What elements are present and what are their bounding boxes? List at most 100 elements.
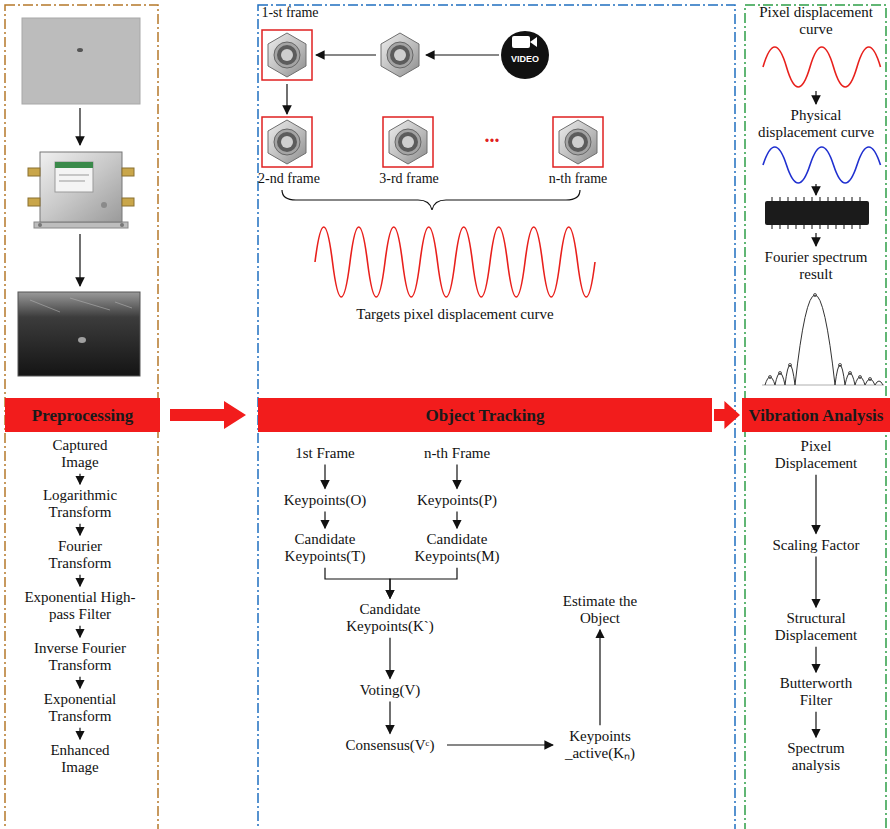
flow-arrow (390, 568, 457, 598)
process-step: Keypoints(O) (275, 491, 375, 510)
node-text: Candidate Keypoints(K`) (337, 601, 443, 635)
node-text: Keypoints(P) (409, 492, 505, 509)
flow-arrow (316, 54, 376, 55)
stage-banner: Object Tracking (258, 398, 712, 432)
node-text: Exponential Transform (37, 691, 123, 725)
stage-banner: Vibration Analysis (742, 398, 890, 432)
flow-arrow (79, 234, 80, 286)
flow-arrow (79, 524, 80, 535)
brace (282, 190, 580, 210)
process-step: Logarithmic Transform (20, 486, 140, 522)
flow-arrow (456, 511, 457, 528)
spectrum-plot (762, 294, 884, 386)
process-step: Consensus(Vᶜ) (335, 736, 445, 755)
pixel-curve (763, 47, 881, 87)
node-text: 1st Frame (277, 445, 373, 462)
figure-label: 2-nd frame (244, 171, 334, 187)
chip-image (765, 197, 869, 229)
node-text: Exponential High-pass Filter (23, 589, 137, 623)
node-text: Candidate Keypoints(M) (409, 531, 505, 565)
figure-label: ... (472, 124, 512, 147)
process-step: Keypoints(P) (407, 491, 507, 510)
flow-arrow (324, 464, 325, 488)
process-step: Captured Image (35, 436, 125, 472)
analysis-panel (745, 5, 886, 829)
stage-banner: Preprocessing (5, 398, 160, 432)
process-step: Exponential High-pass Filter (21, 588, 139, 624)
node-text: Fourier Transform (37, 538, 123, 572)
node-text: Vibration Analysis (749, 407, 884, 424)
node-text: Butterworth Filter (763, 675, 869, 709)
node-text: Keypoints(O) (277, 492, 373, 509)
process-step: Pixel Displacement (761, 437, 871, 473)
stage-arrow (714, 401, 740, 429)
process-step: Candidate Keypoints(M) (407, 530, 507, 566)
process-step: Voting(V) (340, 681, 440, 700)
node-text: Captured Image (37, 437, 123, 471)
nut-image (381, 33, 419, 77)
flow-arrow (815, 184, 816, 195)
flow-arrow (79, 677, 80, 688)
tracking-box (262, 117, 603, 167)
process-step: Estimate the Object (553, 592, 648, 628)
displacement-curve (315, 227, 595, 297)
node-text: n-th Frame (409, 445, 505, 462)
stage-arrow (170, 401, 246, 429)
flow-arrow (815, 556, 816, 607)
flow-arrow (815, 233, 816, 246)
process-step: Scaling Factor (751, 536, 881, 555)
flow-arrow (426, 54, 499, 55)
process-step: Candidate Keypoints(T) (275, 530, 375, 566)
flow-arrow (389, 638, 390, 679)
figure-label: 1-st frame (240, 5, 340, 21)
nut-image (389, 120, 427, 164)
video-icon (501, 31, 549, 79)
flow-arrow (79, 626, 80, 637)
nut-image (268, 120, 306, 164)
enhanced-photo (18, 292, 140, 376)
flow-arrow (389, 701, 390, 733)
flow-arrow (286, 84, 287, 114)
process-step: Candidate Keypoints(K`) (335, 600, 445, 636)
figure-label: n-th frame (533, 171, 623, 187)
process-step: Keypoints _active(Kₙ) (555, 727, 645, 763)
figure-label: 3-rd frame (364, 171, 454, 187)
flow-arrow (324, 511, 325, 528)
flow-arrow (79, 108, 80, 145)
node-text: Consensus(Vᶜ) (337, 737, 443, 754)
node-text: Enhanced Image (37, 742, 123, 776)
flow-arrow (815, 712, 816, 737)
panel-borders (5, 5, 886, 829)
node-text: Object Tracking (426, 407, 545, 424)
node-text: Structural Displacement (758, 610, 874, 644)
node-text: Keypoints _active(Kₙ) (557, 728, 643, 762)
figure-label: Pixel displacement curve (752, 4, 880, 39)
tracking-panel (258, 5, 735, 829)
process-step: Enhanced Image (35, 741, 125, 777)
nut-image (559, 120, 597, 164)
node-text: Voting(V) (342, 682, 438, 699)
node-text: Candidate Keypoints(T) (277, 531, 373, 565)
figure-label: VIDEO (505, 54, 545, 64)
flow-arrow (456, 464, 457, 488)
figure-label: Fourier spectrum result (752, 249, 880, 284)
flow-arrow (815, 647, 816, 672)
process-step: Fourier Transform (35, 537, 125, 573)
filter-device (28, 152, 134, 228)
tracking-box (262, 30, 312, 80)
node-text: Estimate the Object (555, 593, 646, 627)
node-text: Logarithmic Transform (22, 487, 138, 521)
flow-arrow (815, 91, 816, 104)
node-text: Pixel Displacement (763, 438, 869, 472)
process-step: 1st Frame (275, 444, 375, 463)
captured-photo (22, 18, 140, 104)
node-text: Spectrum analysis (768, 740, 864, 774)
flow-arrow (447, 744, 553, 745)
nut-image (268, 33, 306, 77)
process-step: Spectrum analysis (766, 739, 866, 775)
process-step: Structural Displacement (756, 609, 876, 645)
process-step: Inverse Fourier Transform (21, 639, 139, 675)
flow-arrow (79, 575, 80, 586)
